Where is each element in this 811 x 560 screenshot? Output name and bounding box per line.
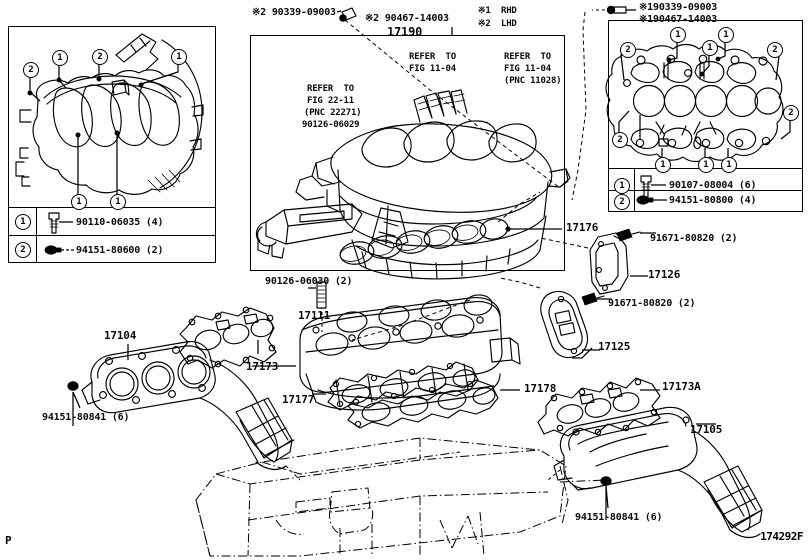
art-stud-90126-06030 (308, 281, 327, 309)
part-label-91671-80820-b: 91671-80820 (2) (608, 298, 696, 309)
part-label-17177: 17177 (282, 393, 315, 406)
panel-left-box (8, 26, 216, 263)
legend-left-part-1: 90110-06035 (4) (76, 217, 164, 228)
refer-fig11-04b-line2: FIG 11-04 (504, 64, 551, 74)
part-label-17125: 17125 (598, 340, 631, 353)
art-gasket-17176 (339, 191, 562, 265)
balloon-right-9: 1 (698, 157, 714, 173)
art-gasket-17173A (537, 377, 661, 437)
refer-fig11-04a-line2: FIG 11-04 (409, 64, 456, 74)
refer-fig22-11-line3: (PNC 22271) (304, 108, 362, 118)
part-label-17190: 17190 (387, 25, 423, 39)
legend-left-part-2: 94151-80600 (2) (76, 245, 164, 256)
part-label-17104: 17104 (104, 329, 137, 342)
part-label-90126-06030: 90126-06030 (2) (265, 276, 353, 287)
part-label-17176: 17176 (566, 221, 599, 234)
balloon-left-1: 1 (52, 50, 68, 66)
art-gasket-17173 (179, 306, 277, 369)
balloon-right-8: 1 (655, 157, 671, 173)
refer-fig11-04a-line1: REFER TO (409, 52, 456, 62)
refer-fig11-04b-line3: (PNC 11028) (504, 76, 562, 86)
art-engine-block-phantom (195, 437, 607, 557)
balloon-left-3: 1 (171, 49, 187, 65)
callout-90339-09003-right: ※190339-09003 (639, 2, 718, 13)
balloon-right-2: 1 (718, 27, 734, 43)
legend-icon-stud-left (44, 245, 74, 255)
legend-right-part-1: 90107-08004 (6) (669, 180, 757, 191)
legend-icon-stud-right2 (636, 195, 667, 205)
art-gasket-17178 (347, 379, 520, 429)
note-lhd: ※2 LHD (478, 19, 517, 29)
art-bolt-91671-b (581, 292, 612, 306)
callout-90467-14003-left: ※2 90467-14003 (365, 13, 449, 24)
balloon-right-7: 2 (783, 105, 799, 121)
art-bolt-91671-a (616, 228, 656, 242)
part-label-90126-06029: 90126-06029 (302, 120, 360, 130)
panel-left-legend-row-2 (8, 235, 216, 236)
legend-right-mark-1: 1 (614, 178, 630, 194)
balloon-right-4: 2 (620, 42, 636, 58)
legend-right-part-2: 94151-80800 (4) (669, 195, 757, 206)
part-label-17173A: 17173A (662, 380, 701, 393)
panel-right-legend-divider (634, 168, 635, 212)
art-exhaust-manifold-17105 (553, 406, 763, 539)
part-label-17105: 17105 (690, 423, 723, 436)
art-gasket-17177 (312, 361, 479, 411)
part-label-17126: 17126 (648, 268, 681, 281)
diagram-number: 174292F (760, 530, 803, 543)
balloon-right-5: 2 (767, 42, 783, 58)
callout-90467-14003-right: ※190467-14003 (639, 14, 718, 25)
art-intake-manifold-top-left (15, 33, 204, 201)
part-label-94151-80841-b: 94151-80841 (6) (575, 512, 663, 523)
balloon-left-6: 1 (110, 194, 126, 210)
legend-right-mark-2: 2 (614, 194, 630, 210)
part-label-17173: 17173 (246, 360, 279, 373)
callout-90339-09003-left: ※2 90339-09003 (252, 7, 336, 18)
art-bracket-17125 (499, 277, 600, 359)
art-bolt-90339-left (336, 7, 357, 22)
balloon-right-3: 1 (702, 40, 718, 56)
part-label-94151-80841-a: 94151-80841 (6) (42, 412, 130, 423)
part-label-91671-80820-a: 91671-80820 (2) (650, 233, 738, 244)
panel-right-box (608, 20, 803, 212)
art-bolt-90339-right (592, 5, 636, 15)
legend-icon-bolt-left (48, 212, 73, 234)
part-label-17111: 17111 (298, 309, 331, 322)
panel-right-legend-row-2 (608, 190, 803, 191)
balloon-right-10: 1 (721, 157, 737, 173)
page-mark: P (5, 534, 12, 547)
art-main-intake-manifold (255, 89, 571, 280)
balloon-left-5: 1 (71, 194, 87, 210)
panel-main-box (250, 35, 565, 271)
art-exhaust-manifold-17104 (67, 341, 295, 471)
balloon-right-1: 1 (670, 27, 686, 43)
balloon-left-4: 2 (23, 62, 39, 78)
legend-left-mark-2: 2 (15, 242, 31, 258)
part-label-17178: 17178 (524, 382, 557, 395)
refer-fig22-11-line2: FIG 22-11 (307, 96, 354, 106)
panel-left-legend-divider (36, 207, 37, 263)
balloon-right-6: 2 (612, 132, 628, 148)
refer-fig11-04b-line1: REFER TO (504, 52, 551, 62)
legend-left-mark-1: 1 (15, 214, 31, 230)
balloon-left-2: 2 (92, 49, 108, 65)
refer-fig22-11-line1: REFER TO (307, 84, 354, 94)
art-cylinder-head-top-right (605, 41, 791, 163)
note-rhd: ※1 RHD (478, 6, 517, 16)
